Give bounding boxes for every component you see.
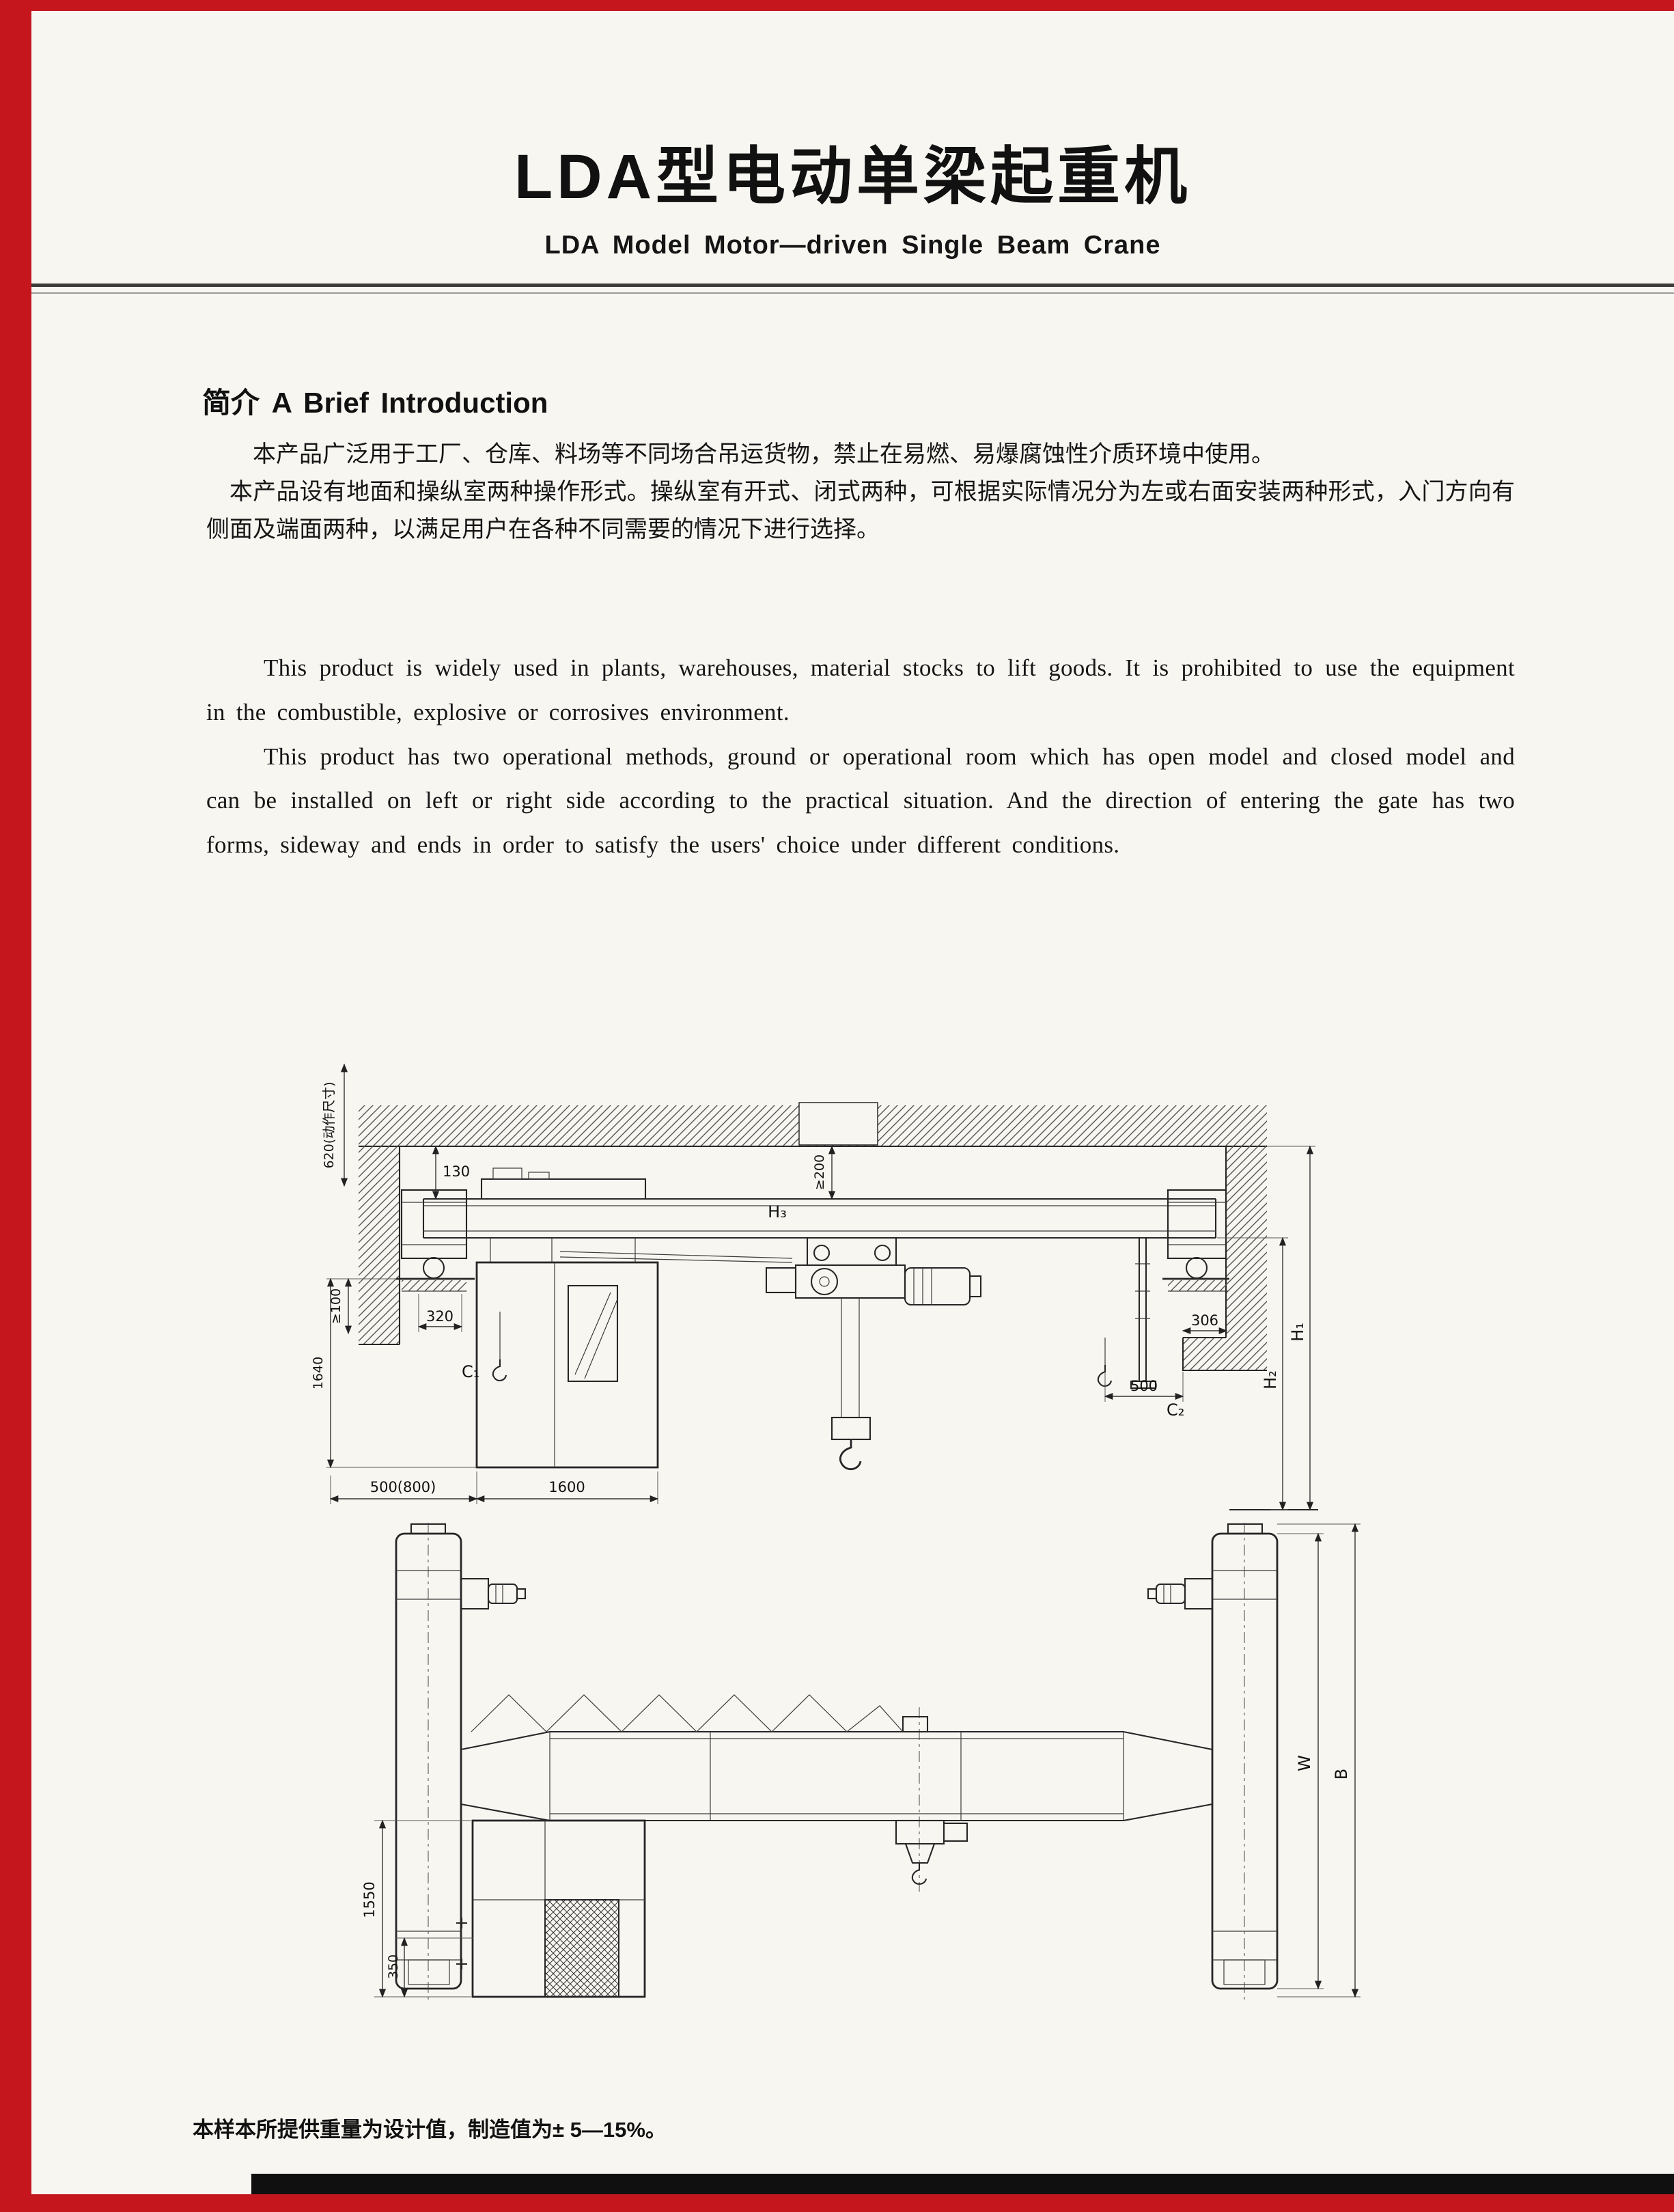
dim-label-1640: 1640	[311, 1357, 326, 1390]
dim-label-306: 306	[1191, 1312, 1218, 1329]
front-view-dimensions: 620(动作尺寸) 130 ≥200 H₃ ≥100 1640	[311, 1063, 1315, 1511]
intro-section-heading: 简介 A Brief Introduction	[202, 387, 548, 419]
dim-w: W	[1277, 1532, 1324, 1990]
dim-label-h1: H₁	[1288, 1323, 1307, 1342]
festoon-cable	[471, 1694, 929, 1733]
english-intro-paragraphs: This product is widely used in plants, w…	[206, 646, 1515, 868]
footer-black-bar	[251, 2174, 1674, 2194]
bridge-girder	[422, 1198, 1217, 1239]
ceiling-hatch	[359, 1102, 1267, 1148]
dim-620: 620(动作尺寸)	[322, 1063, 348, 1187]
dim-label-320: 320	[426, 1308, 454, 1325]
right-end-truck	[1162, 1189, 1229, 1292]
cn-paragraph-1: 本产品广泛用于工厂、仓库、料场等不同场合吊运货物，禁止在易燃、易爆腐蚀性介质环境…	[253, 442, 1274, 467]
en-paragraph-2: This product has two operational methods…	[206, 743, 1515, 859]
dim-306: 306	[1182, 1312, 1228, 1335]
dim-label-500: 500	[1130, 1378, 1158, 1394]
current-collector	[1130, 1238, 1157, 1390]
hoist-under-girder	[895, 1819, 968, 1885]
dim-130: 130	[432, 1145, 470, 1200]
travel-drive-platform	[480, 1167, 647, 1199]
main-girder	[460, 1707, 1214, 1892]
dim-350: 350	[386, 1937, 473, 1998]
page-edge-left	[0, 0, 31, 2212]
hook-block	[831, 1298, 871, 1471]
footer-note: 本样本所提供重量为设计值，制造值为± 5—15%。	[193, 2118, 667, 2142]
dim-h1: H₁	[1267, 1145, 1315, 1511]
left-wall-hatch	[359, 1146, 401, 1346]
dim-label-620: 620(动作尺寸)	[322, 1081, 337, 1168]
dim-label-350: 350	[386, 1954, 401, 1979]
dim-label-h3: H₃	[768, 1202, 787, 1221]
page-edge-bottom	[0, 2194, 1674, 2212]
dim-500-right: 500	[1104, 1372, 1184, 1402]
dim-ge200: ≥200	[812, 1145, 836, 1200]
document-page: LDA型电动单梁起重机 LDA Model Motor—driven Singl…	[31, 11, 1674, 2194]
front-elevation-drawing: 620(动作尺寸) 130 ≥200 H₃ ≥100 1640	[311, 1063, 1318, 1511]
dim-ge100: ≥100	[329, 1277, 352, 1335]
right-wall-hatch	[1182, 1146, 1267, 1372]
dim-label-1550: 1550	[361, 1881, 378, 1918]
dim-label-130: 130	[443, 1163, 470, 1180]
page-title-chinese: LDA型电动单梁起重机	[514, 142, 1192, 212]
left-travel-motor	[460, 1577, 527, 1610]
dim-1640: 1640	[311, 1277, 477, 1469]
right-hook	[1097, 1338, 1113, 1387]
dim-bottom-row: 500(800) 1600	[329, 1471, 659, 1504]
hoist-trolley	[765, 1236, 982, 1306]
registration-marks	[456, 1918, 467, 1969]
dim-label-c1: C₁	[462, 1362, 479, 1381]
dim-label-c2: C₂	[1167, 1400, 1184, 1420]
dim-label-h2: H₂	[1261, 1370, 1280, 1390]
dim-label-b: B	[1332, 1769, 1351, 1780]
end-view-drawing: 1550 350 W B	[361, 1523, 1361, 2001]
dim-label-500-800: 500(800)	[370, 1479, 436, 1495]
dim-label-w: W	[1295, 1755, 1314, 1771]
dim-320: 320	[417, 1294, 463, 1332]
title-divider-thin	[31, 292, 1674, 294]
chinese-intro-paragraphs: 本产品广泛用于工厂、仓库、料场等不同场合吊运货物，禁止在易燃、易爆腐蚀性介质环境…	[206, 436, 1515, 549]
right-travel-motor	[1147, 1577, 1214, 1610]
page-title-english: LDA Model Motor—driven Single Beam Crane	[544, 231, 1161, 260]
title-divider-thick	[31, 284, 1674, 287]
pendant-hook	[492, 1312, 507, 1381]
dim-label-1600: 1600	[548, 1479, 585, 1495]
cabin-end-view	[456, 1819, 646, 1998]
end-view-dimensions: 1550 350 W B	[361, 1523, 1361, 1998]
operator-cabin	[475, 1238, 793, 1469]
dim-b: B	[1277, 1523, 1361, 1998]
en-paragraph-1: This product is widely used in plants, w…	[206, 654, 1515, 725]
dim-1550: 1550	[361, 1819, 471, 1998]
page-edge-top	[0, 0, 1674, 11]
hoist-motor	[904, 1267, 982, 1306]
left-end-truck	[396, 1189, 475, 1292]
dim-label-ge200: ≥200	[812, 1155, 827, 1190]
cn-paragraph-2: 本产品设有地面和操纵室两种操作形式。操纵室有开式、闭式两种，可根据实际情况分为左…	[206, 480, 1515, 543]
dim-h2: H₂	[1217, 1236, 1288, 1511]
